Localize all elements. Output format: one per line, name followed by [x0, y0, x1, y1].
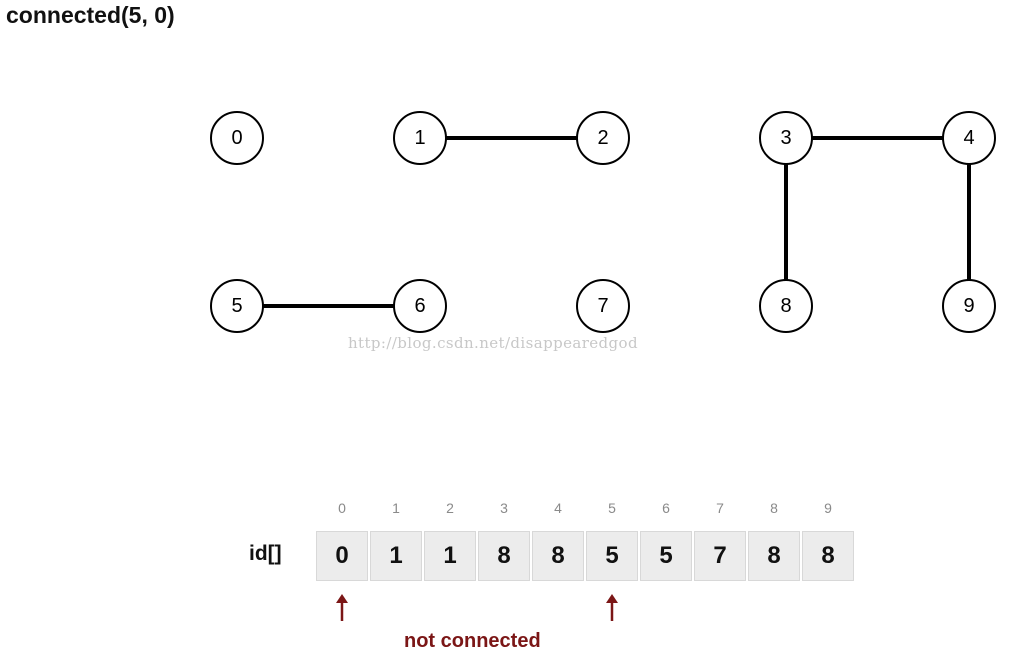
- node-8: 8: [759, 279, 813, 333]
- node-5: 5: [210, 279, 264, 333]
- array-index: 7: [716, 500, 724, 516]
- up-arrow-icon: [606, 594, 618, 621]
- array-cell: 0: [316, 531, 368, 581]
- array-cell: 5: [640, 531, 692, 581]
- array-cell: 8: [802, 531, 854, 581]
- node-4: 4: [942, 111, 996, 165]
- array-index: 5: [608, 500, 616, 516]
- array-index: 0: [338, 500, 346, 516]
- node-0: 0: [210, 111, 264, 165]
- node-label: 0: [231, 127, 242, 149]
- up-arrow-icon: [336, 594, 348, 621]
- node-label: 8: [780, 295, 791, 317]
- array-cell: 8: [478, 531, 530, 581]
- array-index: 4: [554, 500, 562, 516]
- array-label: id[]: [249, 542, 282, 565]
- node-3: 3: [759, 111, 813, 165]
- node-6: 6: [393, 279, 447, 333]
- node-label: 7: [597, 295, 608, 317]
- node-9: 9: [942, 279, 996, 333]
- array-index: 3: [500, 500, 508, 516]
- array-cell: 1: [424, 531, 476, 581]
- node-label: 5: [231, 295, 242, 317]
- watermark: http://blog.csdn.net/disappearedgod: [348, 334, 638, 352]
- array-cell: 5: [586, 531, 638, 581]
- array-cell: 8: [748, 531, 800, 581]
- node-label: 6: [414, 295, 425, 317]
- array-index: 1: [392, 500, 400, 516]
- node-label: 1: [414, 127, 425, 149]
- array-index: 6: [662, 500, 670, 516]
- node-2: 2: [576, 111, 630, 165]
- node-label: 2: [597, 127, 608, 149]
- node-1: 1: [393, 111, 447, 165]
- node-label: 4: [963, 127, 974, 149]
- union-find-graph: 0 1 2 3 4 5 6 7 8 9: [210, 111, 996, 333]
- array-index: 2: [446, 500, 454, 516]
- array-cell: 1: [370, 531, 422, 581]
- node-label: 9: [963, 295, 974, 317]
- page-title: connected(5, 0): [6, 2, 175, 28]
- result-note: not connected: [404, 630, 541, 652]
- array-index: 9: [824, 500, 832, 516]
- array-cell: 7: [694, 531, 746, 581]
- node-7: 7: [576, 279, 630, 333]
- array-cell: 8: [532, 531, 584, 581]
- array-index: 8: [770, 500, 778, 516]
- node-label: 3: [780, 127, 791, 149]
